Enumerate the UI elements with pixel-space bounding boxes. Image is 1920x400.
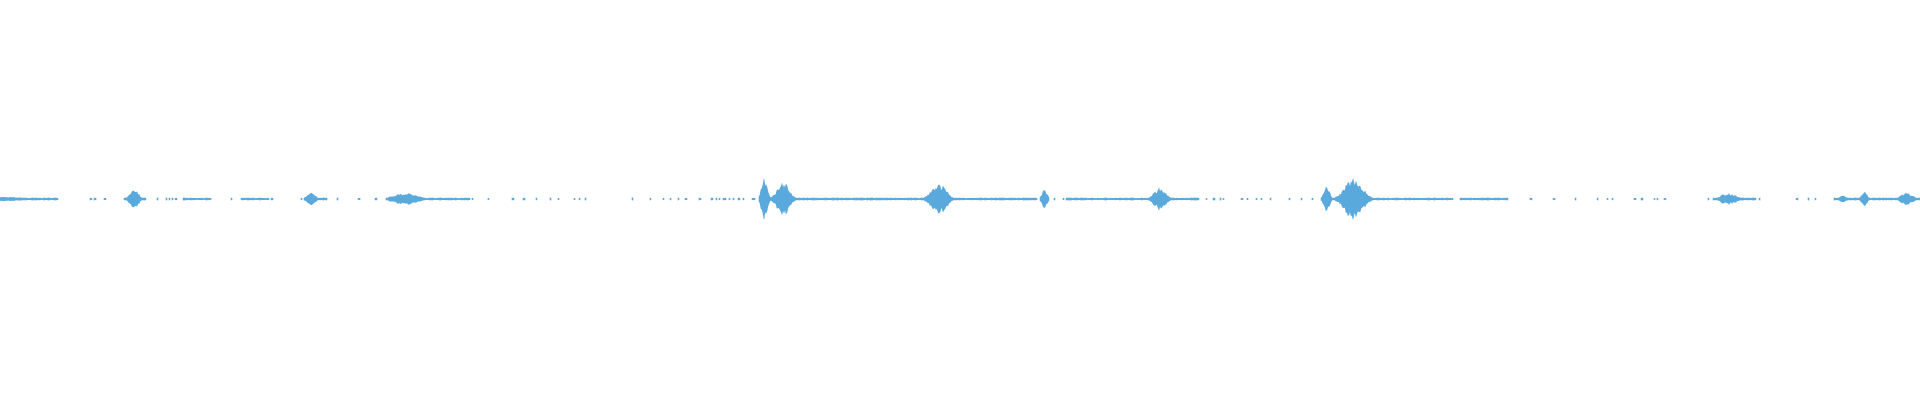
waveform-segment — [1606, 197, 1609, 201]
waveform-segment — [1712, 193, 1757, 205]
waveform-segment — [522, 197, 526, 201]
waveform-segment — [1053, 197, 1056, 201]
waveform-segment — [174, 197, 178, 201]
waveform-segment — [677, 197, 680, 201]
waveform-segment — [1833, 192, 1920, 206]
waveform-segment — [336, 197, 339, 201]
waveform-segment — [557, 197, 560, 201]
waveform-segment — [1653, 198, 1656, 200]
waveform-segment — [511, 197, 515, 201]
waveform-segment — [1219, 197, 1222, 201]
waveform-segment — [385, 193, 471, 205]
waveform-segment — [1320, 178, 1454, 220]
waveform-segment — [549, 197, 552, 201]
waveform-segment — [1288, 197, 1291, 201]
waveform-segment — [471, 197, 474, 201]
waveform-segment — [1269, 197, 1272, 201]
waveform-segment — [1633, 197, 1637, 201]
waveform-segment — [715, 197, 718, 201]
waveform-segment — [1062, 197, 1065, 201]
waveform-segment — [1212, 197, 1216, 201]
waveform-segment — [230, 197, 233, 201]
waveform-segment — [93, 197, 97, 201]
waveform-segment — [487, 197, 490, 201]
waveform-segment — [165, 197, 168, 201]
waveform-segment — [737, 197, 741, 201]
waveform-segment — [0, 196, 59, 202]
waveform-segment — [270, 197, 274, 201]
waveform-segment — [1459, 197, 1509, 201]
waveform-segment — [584, 197, 587, 201]
waveform-segment — [578, 197, 581, 201]
waveform-segment — [1222, 197, 1225, 201]
waveform-segment — [751, 197, 756, 201]
waveform-segment — [1611, 197, 1614, 201]
waveform-segment — [103, 197, 107, 201]
waveform-segment — [240, 197, 270, 201]
waveform-segment — [1529, 197, 1533, 201]
waveform-segment — [1596, 197, 1599, 201]
waveform-segment — [710, 197, 714, 201]
waveform-segment — [1260, 197, 1263, 201]
waveform-segment — [1300, 197, 1303, 201]
waveform-segment — [89, 197, 93, 201]
waveform-segment — [1205, 198, 1208, 200]
waveform-segment — [1574, 197, 1577, 201]
waveform-segment — [669, 197, 672, 201]
waveform-segment — [1255, 197, 1258, 201]
waveform-segment — [1807, 197, 1810, 201]
waveform-segment — [1663, 197, 1667, 201]
waveform-segment — [1240, 197, 1244, 201]
waveform-segment — [684, 197, 688, 201]
waveform-segment — [732, 197, 735, 201]
waveform-segment — [1640, 197, 1644, 201]
waveform-segment — [156, 197, 159, 201]
waveform-segment — [1039, 190, 1050, 208]
waveform-segment — [1552, 197, 1556, 201]
waveform-segment — [123, 190, 147, 208]
waveform-segment — [182, 197, 212, 201]
waveform-segment — [728, 197, 731, 201]
waveform-segment — [1814, 197, 1817, 201]
waveform-segment — [742, 197, 745, 201]
waveform-segment — [1656, 197, 1659, 201]
waveform-segment — [718, 197, 721, 201]
waveform-segment — [758, 178, 1038, 220]
waveform-segment — [171, 197, 174, 201]
waveform-segment — [168, 197, 171, 201]
waveform-segment — [357, 197, 361, 201]
waveform-segment — [698, 197, 702, 201]
waveform-segment — [535, 197, 538, 201]
waveform-segment — [1707, 197, 1710, 201]
waveform-segment — [1065, 187, 1200, 211]
waveform-segment — [374, 197, 378, 201]
waveform-segment — [649, 197, 652, 201]
waveform-segment — [300, 197, 303, 201]
waveform-segment — [631, 197, 634, 201]
waveform-segment — [1311, 197, 1314, 201]
waveform-segment — [573, 197, 576, 201]
waveform-segment — [1758, 197, 1761, 201]
waveform-segment — [303, 192, 328, 206]
waveform-segment — [1246, 197, 1249, 201]
waveform-segment — [722, 197, 727, 201]
waveform-segment — [662, 197, 665, 201]
waveform-segment — [1795, 197, 1799, 201]
